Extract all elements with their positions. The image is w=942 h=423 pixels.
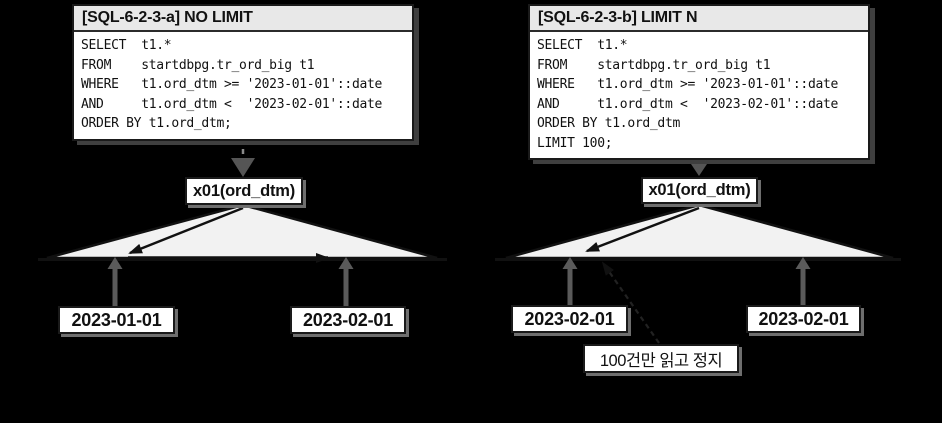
sql-box-limit-n: [SQL-6-2-3-b] LIMIT N SELECT t1.* FROM st… bbox=[528, 4, 870, 160]
leaf-pointer-arrow-a2 bbox=[338, 257, 354, 306]
sql-box-no-limit: [SQL-6-2-3-a] NO LIMIT SELECT t1.* FROM s… bbox=[72, 4, 414, 141]
descent-arrow-right bbox=[585, 206, 700, 253]
sql-line: FROM startdbpg.tr_ord_big t1 bbox=[537, 57, 771, 73]
sql-line: ORDER BY t1.ord_dtm bbox=[537, 116, 681, 131]
leaf-key-a-left: 2023-01-01 bbox=[58, 306, 175, 334]
btree-triangle-left bbox=[46, 203, 438, 260]
sql-line: WHERE t1.ord_dtm >= '2023-01-01'::date bbox=[81, 77, 383, 92]
sql-line: AND t1.ord_dtm < '2023-02-01'::date bbox=[537, 96, 839, 112]
leaf-pointer-arrow-b2 bbox=[795, 257, 811, 305]
sql-line: WHERE t1.ord_dtm >= '2023-01-01'::date bbox=[537, 77, 839, 92]
sql-box-limit-n-title: [SQL-6-2-3-b] LIMIT N bbox=[530, 6, 868, 32]
annotation-dashed-arrow bbox=[601, 261, 660, 344]
leaf-pointer-arrow-a1 bbox=[107, 257, 123, 306]
annotation-stop-after-100: 100건만 읽고 정지 bbox=[583, 344, 739, 373]
sql-box-no-limit-title: [SQL-6-2-3-a] NO LIMIT bbox=[74, 6, 412, 32]
btree-triangle-right bbox=[505, 203, 894, 260]
sql-line: AND t1.ord_dtm < '2023-02-01'::date bbox=[81, 96, 383, 112]
leaf-pointer-arrow-b1 bbox=[562, 257, 578, 305]
sql-line: SELECT t1.* bbox=[81, 38, 172, 53]
query-connector-arrowhead-right bbox=[687, 158, 711, 176]
query-connector-arrowhead-left bbox=[231, 158, 255, 177]
leaf-key-b-right: 2023-02-01 bbox=[746, 305, 861, 333]
sql-line: FROM startdbpg.tr_ord_big t1 bbox=[81, 57, 315, 73]
index-label-left: x01(ord_dtm) bbox=[185, 177, 303, 205]
sql-box-limit-n-code: SELECT t1.* FROM startdbpg.tr_ord_big t1 W… bbox=[530, 32, 868, 158]
sql-box-no-limit-code: SELECT t1.* FROM startdbpg.tr_ord_big t1 W… bbox=[74, 32, 412, 139]
descent-arrow-left bbox=[128, 206, 244, 255]
sql-line: SELECT t1.* bbox=[537, 38, 628, 53]
sql-line: ORDER BY t1.ord_dtm; bbox=[81, 116, 232, 131]
sql-line: LIMIT 100; bbox=[537, 135, 613, 151]
leaf-key-b-left: 2023-02-01 bbox=[511, 305, 628, 333]
index-label-right: x01(ord_dtm) bbox=[641, 177, 758, 204]
leaf-key-a-right: 2023-02-01 bbox=[290, 306, 406, 334]
